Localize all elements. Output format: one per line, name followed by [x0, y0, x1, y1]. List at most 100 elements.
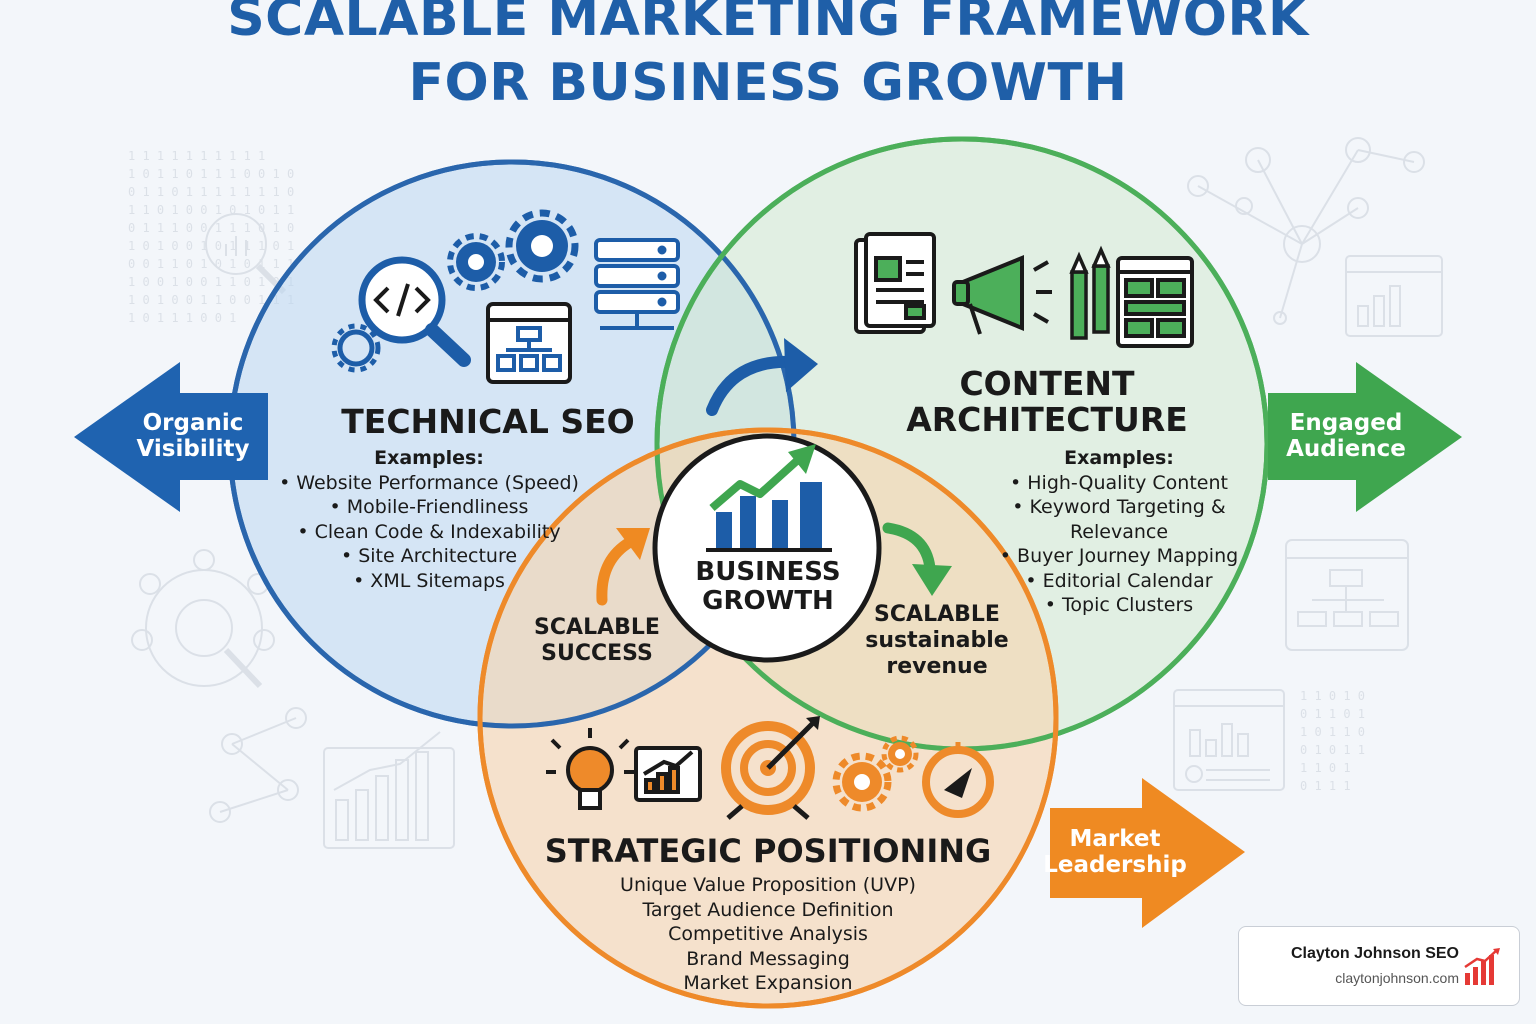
content-architecture-title-line-1: CONTENT: [959, 364, 1135, 403]
scalable-success-line-1: SCALABLE: [534, 615, 660, 640]
binary-pattern: 1 1 1 1 1 1 1 1 1 1 1 0 1 1 0 1 1 1 0 0 …: [128, 149, 1365, 793]
page-title-line-1: SCALABLE MARKETING FRAMEWORK: [227, 0, 1309, 48]
growth-chart-icon: [706, 444, 832, 552]
scalable-success-line-2: SUCCESS: [541, 641, 653, 666]
scalable-revenue-line-1: SCALABLE: [874, 602, 1000, 627]
list-item: • Topic Clusters: [1044, 594, 1194, 616]
content-architecture-title: CONTENT ARCHITECTURE: [892, 366, 1202, 438]
curved-arrow-icon: [882, 522, 952, 596]
bg-bar-window: [1345, 255, 1443, 337]
business-growth-line-2: GROWTH: [702, 586, 834, 616]
svg-text:1 0 1 0 0 1 0 1 1 1 0 1: 1 0 1 0 0 1 0 1 1 1 0 1: [128, 239, 294, 253]
list-item: Market Expansion: [683, 972, 853, 994]
brand-name: Clayton Johnson SEO: [1290, 945, 1459, 962]
engaged-audience-label: Engaged Audience: [1276, 410, 1416, 462]
server-stack-icon: [594, 238, 680, 330]
organic-visibility-line-1: Organic: [142, 410, 244, 436]
svg-text:0 0 1 1 0 1 0 1 0 1 1 1: 0 0 1 1 0 1 0 1 0 1 1 1: [128, 257, 294, 271]
svg-text:0 1 1 1: 0 1 1 1: [1300, 779, 1351, 793]
list-item: Target Audience Definition: [642, 898, 894, 921]
engaged-audience-arrow: [1268, 362, 1462, 512]
scalable-revenue-line-3: revenue: [886, 654, 988, 679]
bar-chart-growth-icon: [1464, 948, 1500, 985]
gears-icon: [832, 735, 919, 812]
svg-text:1 0 1 1 1 0 0 1: 1 0 1 1 1 0 0 1: [128, 311, 236, 325]
svg-text:1 1 0 1: 1 1 0 1: [1300, 761, 1351, 775]
list-item: • Mobile-Friendliness: [329, 496, 529, 518]
list-item: • Keyword Targeting &: [1012, 496, 1226, 518]
strategic-positioning-outline: [477, 427, 1059, 1009]
lightbulb-icon: [546, 728, 634, 810]
chart-board-icon: [634, 746, 702, 802]
page-title-line-2: FOR BUSINESS GROWTH: [408, 53, 1128, 113]
svg-text:1 1 0 1 0 0 1 0 1 0 1 1: 1 1 0 1 0 0 1 0 1 0 1 1: [128, 203, 294, 217]
technical-seo-title: TECHNICAL SEO: [341, 402, 635, 441]
brand-card: Clayton Johnson SEO claytonjohnson.com: [1238, 926, 1520, 1006]
svg-text:1 0 1 1 0: 1 0 1 1 0: [1300, 725, 1365, 739]
strategic-positioning-list: Unique Value Proposition (UVP) Target Au…: [588, 873, 948, 996]
compass-icon: [922, 742, 994, 818]
list-item: Unique Value Proposition (UVP): [620, 874, 916, 896]
market-leadership-label: Market Leadership: [1040, 826, 1190, 878]
list-item: • Buyer Journey Mapping: [999, 545, 1239, 567]
market-leadership-arrow: [1050, 778, 1245, 928]
market-leadership-line-2: Leadership: [1043, 852, 1187, 878]
scalable-sustainable-revenue-label: SCALABLE sustainable revenue: [852, 602, 1022, 680]
curved-arrow-icon: [596, 528, 650, 606]
content-architecture-examples: Examples: • High-Quality Content • Keywo…: [980, 446, 1258, 618]
business-growth-label: BUSINESS GROWTH: [676, 558, 860, 616]
curved-arrow-icon: [706, 338, 818, 416]
svg-text:0 1 1 0 1: 0 1 1 0 1: [1300, 707, 1365, 721]
svg-text:0 1 1 0 1 1 1 1 1 1 1 0: 0 1 1 0 1 1 1 1 1 1 1 0: [128, 185, 294, 199]
gear-icon: [447, 233, 505, 291]
gear-icon: [505, 209, 579, 283]
pencil-icon: [1069, 245, 1111, 340]
svg-text:1 0 1 1 0 1 1 1 0 0 1 0: 1 0 1 1 0 1 1 1 0 0 1 0: [128, 167, 294, 181]
magnifier-code-icon: [358, 256, 471, 367]
layout-window-icon: [1116, 256, 1194, 348]
list-item: • High-Quality Content: [1010, 471, 1228, 494]
technical-seo-examples: Examples: • Website Performance (Speed) …: [270, 446, 588, 593]
brand-url: claytonjohnson.com: [1335, 970, 1459, 986]
bg-growth-chart: [323, 731, 455, 849]
organic-visibility-arrow: [74, 362, 268, 512]
list-item: Competitive Analysis: [668, 923, 868, 945]
organic-visibility-label: Organic Visibility: [128, 410, 258, 462]
scalable-revenue-line-2: sustainable: [865, 628, 1009, 653]
svg-text:1 1 0 1 0: 1 1 0 1 0: [1300, 689, 1365, 703]
technical-seo-examples-label: Examples:: [374, 447, 484, 469]
scalable-success-label: SCALABLE SUCCESS: [512, 615, 682, 667]
target-icon: [721, 716, 820, 820]
svg-text:1 0 1 0 0 1 1 0 0 1 1 1: 1 0 1 0 0 1 1 0 0 1 1 1: [128, 293, 294, 307]
svg-text:1 0 0 1 0 0 1 1 0 1 0 1: 1 0 0 1 0 0 1 1 0 1 0 1: [128, 275, 294, 289]
list-item: • Site Architecture: [340, 545, 518, 567]
gear-icon: [331, 323, 381, 373]
background-decorations: 1 1 1 1 1 1 1 1 1 1 1 0 1 1 0 1 1 1 0 0 …: [128, 137, 1443, 849]
list-item: • XML Sitemaps: [353, 569, 505, 592]
content-architecture-list: • High-Quality Content • Keyword Targeti…: [980, 471, 1258, 618]
sitemap-window-icon: [486, 302, 572, 384]
technical-seo-list: • Website Performance (Speed) • Mobile-F…: [270, 471, 588, 594]
list-item: • Clean Code & Indexability: [297, 520, 561, 543]
market-leadership-line-1: Market: [1069, 826, 1161, 852]
bg-people-network: [131, 549, 307, 823]
content-architecture-examples-label: Examples:: [1064, 447, 1174, 469]
bg-flow-window: [1285, 539, 1409, 651]
svg-text:0 1 1 1 0 0 1 1 1 0 1 0: 0 1 1 1 0 0 1 1 1 0 1 0: [128, 221, 294, 235]
engaged-audience-line-1: Engaged: [1289, 410, 1403, 436]
list-item: Relevance: [1069, 520, 1169, 543]
list-item: • Editorial Calendar: [1025, 569, 1213, 592]
engaged-audience-line-2: Audience: [1286, 436, 1406, 462]
strategic-positioning-title: STRATEGIC POSITIONING: [544, 832, 992, 870]
megaphone-icon: [952, 255, 1052, 335]
list-item: Brand Messaging: [686, 947, 850, 970]
business-growth-line-1: BUSINESS: [695, 557, 841, 587]
content-architecture-title-line-2: ARCHITECTURE: [906, 400, 1188, 439]
svg-text:0 1 0 1 1: 0 1 0 1 1: [1300, 743, 1365, 757]
organic-visibility-line-2: Visibility: [136, 436, 250, 462]
bg-dashboard-window: [1173, 689, 1285, 791]
list-item: • Website Performance (Speed): [279, 471, 579, 494]
document-icon: [854, 232, 936, 334]
bg-network-graph: [1187, 137, 1425, 325]
